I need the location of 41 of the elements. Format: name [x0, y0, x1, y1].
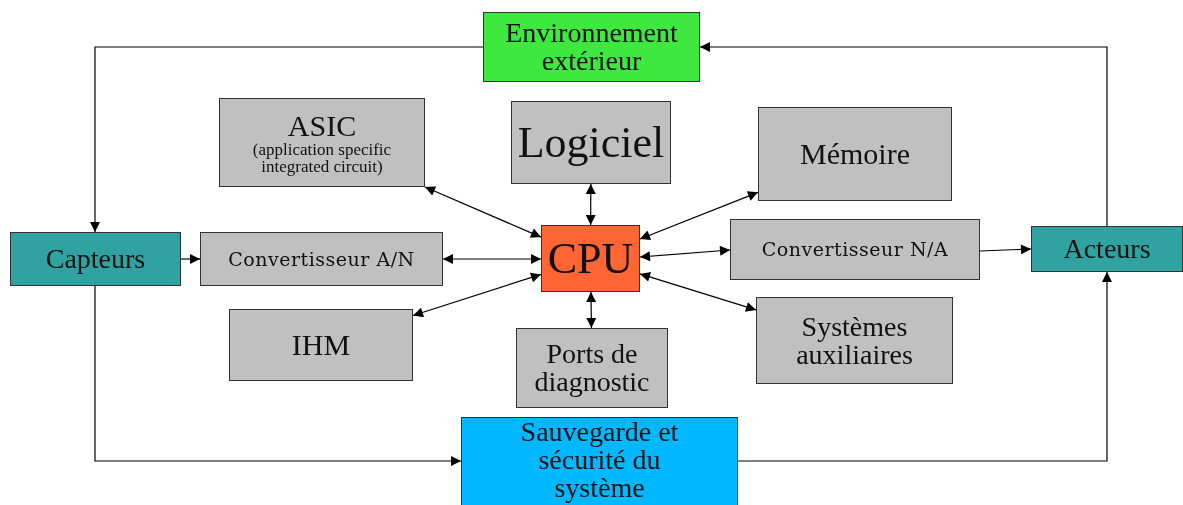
box-label: Ports de diagnostic: [533, 340, 651, 396]
box-label: IHM: [291, 330, 351, 360]
arrow: [639, 272, 757, 312]
arrow: [94, 285, 462, 466]
box-label: ASIC: [287, 110, 357, 141]
box-label: Mémoire: [800, 139, 910, 169]
process-box: [200, 232, 443, 286]
box-label: Environnement extérieur: [504, 19, 679, 75]
box-label: Capteurs: [45, 245, 146, 273]
process-box: [10, 232, 181, 286]
box-label: Sauvegarde et sécurité du système: [519, 418, 680, 502]
process-box: [730, 219, 980, 280]
box-label: CPU: [547, 236, 634, 281]
box-subtitle: (application specific integrated circuit): [251, 140, 393, 175]
process-box: [511, 101, 671, 184]
arrow: [585, 183, 596, 226]
process-box: [1031, 226, 1183, 272]
process-box: [483, 12, 700, 82]
arrow: [699, 42, 1108, 227]
box-label: Convertisseur N/A: [761, 240, 949, 259]
process-box: [516, 328, 668, 408]
arrow: [639, 191, 759, 240]
arrow: [442, 254, 542, 264]
arrow: [639, 245, 731, 262]
box-label: Acteurs: [1063, 235, 1151, 263]
process-box: [756, 297, 953, 384]
box-label: Systèmes auxiliaires: [795, 312, 914, 369]
arrow: [90, 46, 484, 233]
arrow: [737, 271, 1112, 462]
process-box: [229, 309, 413, 381]
arrow: [180, 254, 201, 264]
arrow: [412, 272, 542, 318]
arrow: [424, 186, 542, 238]
process-box: [219, 98, 425, 187]
process-box: [541, 225, 640, 292]
process-box: [758, 107, 952, 201]
arrow: [586, 291, 597, 329]
box-label: Convertisseur A/N: [228, 249, 415, 269]
box-label: Logiciel: [517, 120, 665, 165]
arrow: [979, 244, 1032, 255]
process-box: [461, 417, 738, 505]
